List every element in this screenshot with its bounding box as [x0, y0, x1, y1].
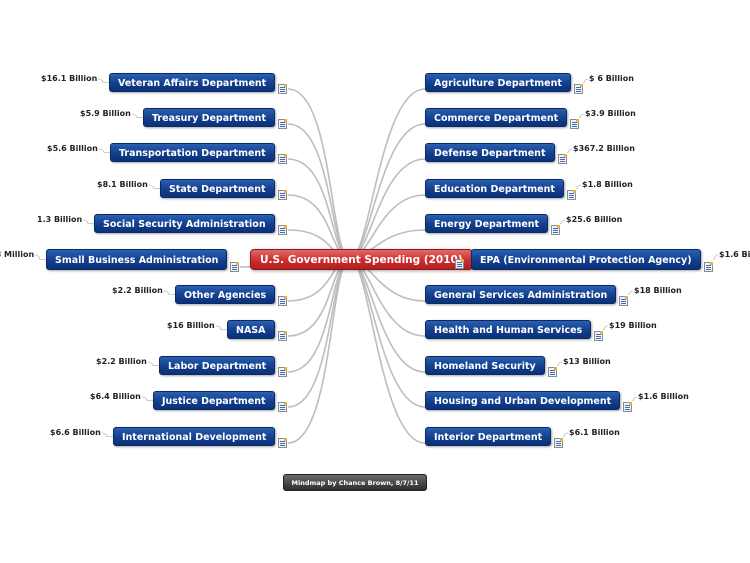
note-icon[interactable] [619, 296, 628, 306]
amount-connector [97, 78, 109, 83]
amount-connector [147, 361, 159, 366]
amount-connector [576, 184, 582, 189]
amount-label: $19 Billion [609, 321, 657, 330]
amount-connector [713, 254, 719, 260]
amount-label: $1.6 Billion [638, 392, 689, 401]
amount-connector [579, 113, 585, 118]
note-icon[interactable] [548, 367, 557, 377]
amount-label: $367.2 Billion [573, 144, 635, 153]
note-icon[interactable] [278, 154, 287, 164]
amount-connector [131, 113, 143, 118]
amount-connector [141, 396, 153, 401]
note-icon[interactable] [278, 331, 287, 341]
topic-node[interactable]: Homeland Security [425, 356, 545, 375]
note-icon[interactable] [567, 190, 576, 200]
note-icon[interactable] [230, 262, 239, 272]
amount-label: $25.6 Billion [566, 215, 623, 224]
topic-node[interactable]: NASA [227, 320, 275, 339]
amount-label: $6.1 Billion [569, 428, 620, 437]
topic-node[interactable]: Health and Human Services [425, 320, 592, 339]
amount-label: $2.2 Billion [112, 286, 163, 295]
topic-node[interactable]: Labor Department [159, 356, 276, 375]
amount-label: $3.9 Billion [585, 109, 636, 118]
amount-connector [98, 148, 110, 153]
note-icon[interactable] [554, 438, 563, 448]
topic-node[interactable]: Transportation Department [110, 143, 275, 162]
amount-label: $6.4 Billion [90, 392, 141, 401]
note-icon[interactable] [278, 402, 287, 412]
central-topic[interactable]: U.S. Government Spending (2010) [250, 249, 473, 270]
note-icon[interactable] [278, 296, 287, 306]
branch-line [287, 258, 351, 444]
note-icon[interactable] [278, 438, 287, 448]
note-icon[interactable] [278, 84, 287, 94]
topic-node[interactable]: Justice Department [153, 391, 275, 410]
topic-node[interactable]: Treasury Department [143, 108, 275, 127]
amount-connector [148, 184, 160, 189]
topic-node[interactable]: State Department [160, 179, 275, 198]
amount-connector [34, 254, 46, 260]
note-icon[interactable] [278, 119, 287, 129]
amount-connector [82, 219, 94, 224]
amount-label: $143 Million [0, 250, 35, 259]
amount-label: $13 Billion [563, 357, 611, 366]
amount-label: $1.8 Billion [582, 180, 633, 189]
branch-line [287, 258, 351, 408]
topic-node[interactable]: EPA (Environmental Protection Agency) [471, 249, 701, 270]
note-icon[interactable] [455, 259, 464, 269]
amount-connector [603, 325, 609, 330]
note-icon[interactable] [551, 225, 560, 235]
note-icon[interactable] [704, 262, 713, 272]
topic-node[interactable]: Education Department [425, 179, 564, 198]
topic-node[interactable]: Interior Department [425, 427, 552, 446]
amount-connector [632, 396, 638, 401]
note-icon[interactable] [623, 402, 632, 412]
note-icon[interactable] [558, 154, 567, 164]
topic-node[interactable]: Small Business Administration [46, 249, 228, 270]
amount-connector [101, 432, 113, 437]
amount-label: $5.6 Billion [47, 144, 98, 153]
amount-label: $5.9 Billion [80, 109, 131, 118]
amount-connector [583, 78, 589, 83]
topic-node[interactable]: Commerce Department [425, 108, 568, 127]
amount-label: $8.1 Billion [97, 180, 148, 189]
amount-connector [560, 219, 566, 224]
topic-node[interactable]: Agriculture Department [425, 73, 571, 92]
topic-node[interactable]: Social Security Administration [94, 214, 275, 233]
amount-label: $2.2 Billion [96, 357, 147, 366]
amount-label: $18 Billion [634, 286, 682, 295]
note-icon[interactable] [570, 119, 579, 129]
amount-label: $16.1 Billion [41, 74, 98, 83]
amount-connector [563, 432, 569, 437]
topic-node[interactable]: Defense Department [425, 143, 555, 162]
topic-node[interactable]: General Services Administration [425, 285, 617, 304]
amount-label: $6.6 Billion [50, 428, 101, 437]
topic-node[interactable]: International Development [113, 427, 276, 446]
branch-line [287, 88, 351, 260]
amount-connector [557, 361, 563, 366]
topic-node[interactable]: Other Agencies [175, 285, 276, 304]
amount-label: $1.6 Billion [719, 250, 750, 259]
note-icon[interactable] [278, 367, 287, 377]
amount-label: $16 Billion [167, 321, 215, 330]
amount-label: 1.3 Billion [37, 215, 83, 224]
amount-connector [628, 290, 634, 295]
amount-connector [567, 148, 573, 153]
branch-line [349, 88, 426, 260]
branch-line [287, 123, 351, 260]
note-icon[interactable] [574, 84, 583, 94]
amount-connector [163, 290, 175, 295]
credit-label: Mindmap by Chance Brown, 8/7/11 [283, 474, 427, 491]
note-icon[interactable] [278, 225, 287, 235]
branch-line [349, 258, 426, 444]
topic-node[interactable]: Veteran Affairs Department [109, 73, 276, 92]
amount-label: $ 6 Billion [589, 74, 634, 83]
note-icon[interactable] [594, 331, 603, 341]
amount-connector [215, 325, 227, 330]
topic-node[interactable]: Housing and Urban Development [425, 391, 621, 410]
topic-node[interactable]: Energy Department [425, 214, 549, 233]
note-icon[interactable] [278, 190, 287, 200]
